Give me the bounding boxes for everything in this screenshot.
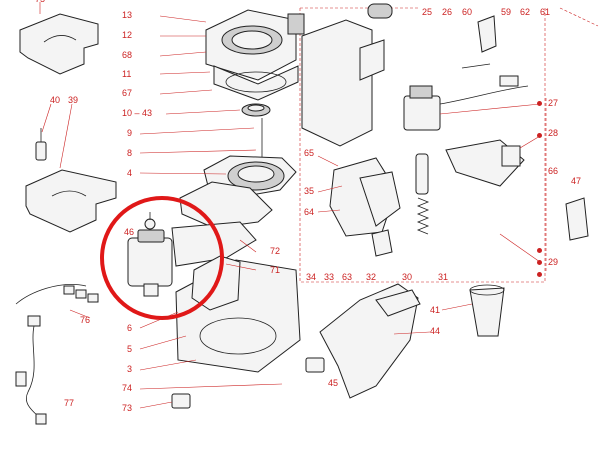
part-28-66-lever [445, 139, 525, 187]
callout-67: 67 [122, 88, 133, 98]
callout-47: 47 [571, 176, 582, 186]
callout-41: 41 [430, 305, 441, 315]
callout-5: 5 [127, 344, 133, 354]
callout-64: 64 [304, 207, 315, 217]
dot [537, 133, 542, 138]
callout-74: 74 [122, 383, 133, 393]
part-47 [565, 197, 589, 241]
callout-65: 65 [304, 148, 315, 158]
callout-44: 44 [430, 326, 441, 336]
callout-3: 3 [127, 364, 133, 374]
wiring-harness [15, 284, 99, 425]
callout-63: 63 [342, 272, 353, 282]
callout-39: 39 [68, 95, 79, 105]
part-32-bracket [371, 229, 393, 257]
callout-27: 27 [548, 98, 559, 108]
callout-61: 61 [540, 7, 551, 17]
callout-76: 76 [80, 315, 91, 325]
part-25-26-bracket [301, 3, 393, 147]
callout-8: 8 [127, 148, 133, 158]
callout-40: 40 [50, 95, 61, 105]
callout-11: 11 [122, 69, 132, 79]
part-60-62-switches [461, 15, 519, 87]
callout-28: 28 [548, 128, 559, 138]
part-41-cup [469, 284, 505, 337]
callout-6: 6 [127, 323, 133, 333]
frame-lines [299, 7, 599, 283]
dot [537, 260, 542, 265]
callout-60: 60 [462, 7, 473, 17]
callout-62: 62 [520, 7, 531, 17]
callout-71: 71 [270, 265, 281, 275]
callout-25: 25 [422, 7, 433, 17]
callout-46: 46 [124, 227, 135, 237]
part-75-bracket [19, 2, 99, 75]
part-45-tab [305, 357, 325, 373]
part-39-bracket [25, 103, 117, 233]
callout-34: 34 [306, 272, 317, 282]
callout-30: 30 [402, 272, 413, 282]
callout-35: 35 [304, 186, 315, 196]
callout-66: 66 [548, 166, 559, 176]
part-65-35-mechanism [329, 157, 401, 237]
callout-32: 32 [366, 272, 377, 282]
part-30-31-spring [415, 153, 430, 235]
part-10-43-bearing [241, 103, 271, 117]
part-motor-assembly [127, 212, 257, 297]
dot [537, 272, 542, 277]
callout-75: 75 [35, 0, 45, 4]
callout-72: 72 [270, 246, 281, 256]
callout-33: 33 [324, 272, 335, 282]
callout-29: 29 [548, 257, 559, 267]
dot [537, 248, 542, 253]
callout-73: 73 [122, 403, 133, 413]
dot [537, 101, 542, 106]
part-44-chute [319, 283, 421, 399]
callout-leaders [139, 15, 541, 409]
part-40-pin [35, 103, 52, 161]
grinder-housing [205, 9, 305, 101]
callout-4: 4 [127, 168, 133, 178]
callout-13: 13 [122, 10, 133, 20]
callout-77: 77 [64, 398, 75, 408]
callout-45: 45 [328, 378, 339, 388]
callout-9: 9 [127, 128, 133, 138]
callout-68: 68 [122, 50, 133, 60]
part-27-solenoid [403, 85, 529, 131]
callout-59: 59 [501, 7, 512, 17]
highlight-circle [100, 196, 224, 320]
callout-31: 31 [438, 272, 449, 282]
part-73-switch [171, 393, 191, 409]
callout-12: 12 [122, 30, 133, 40]
callout-26: 26 [442, 7, 453, 17]
callout-10-43: 10 – 43 [122, 108, 153, 118]
